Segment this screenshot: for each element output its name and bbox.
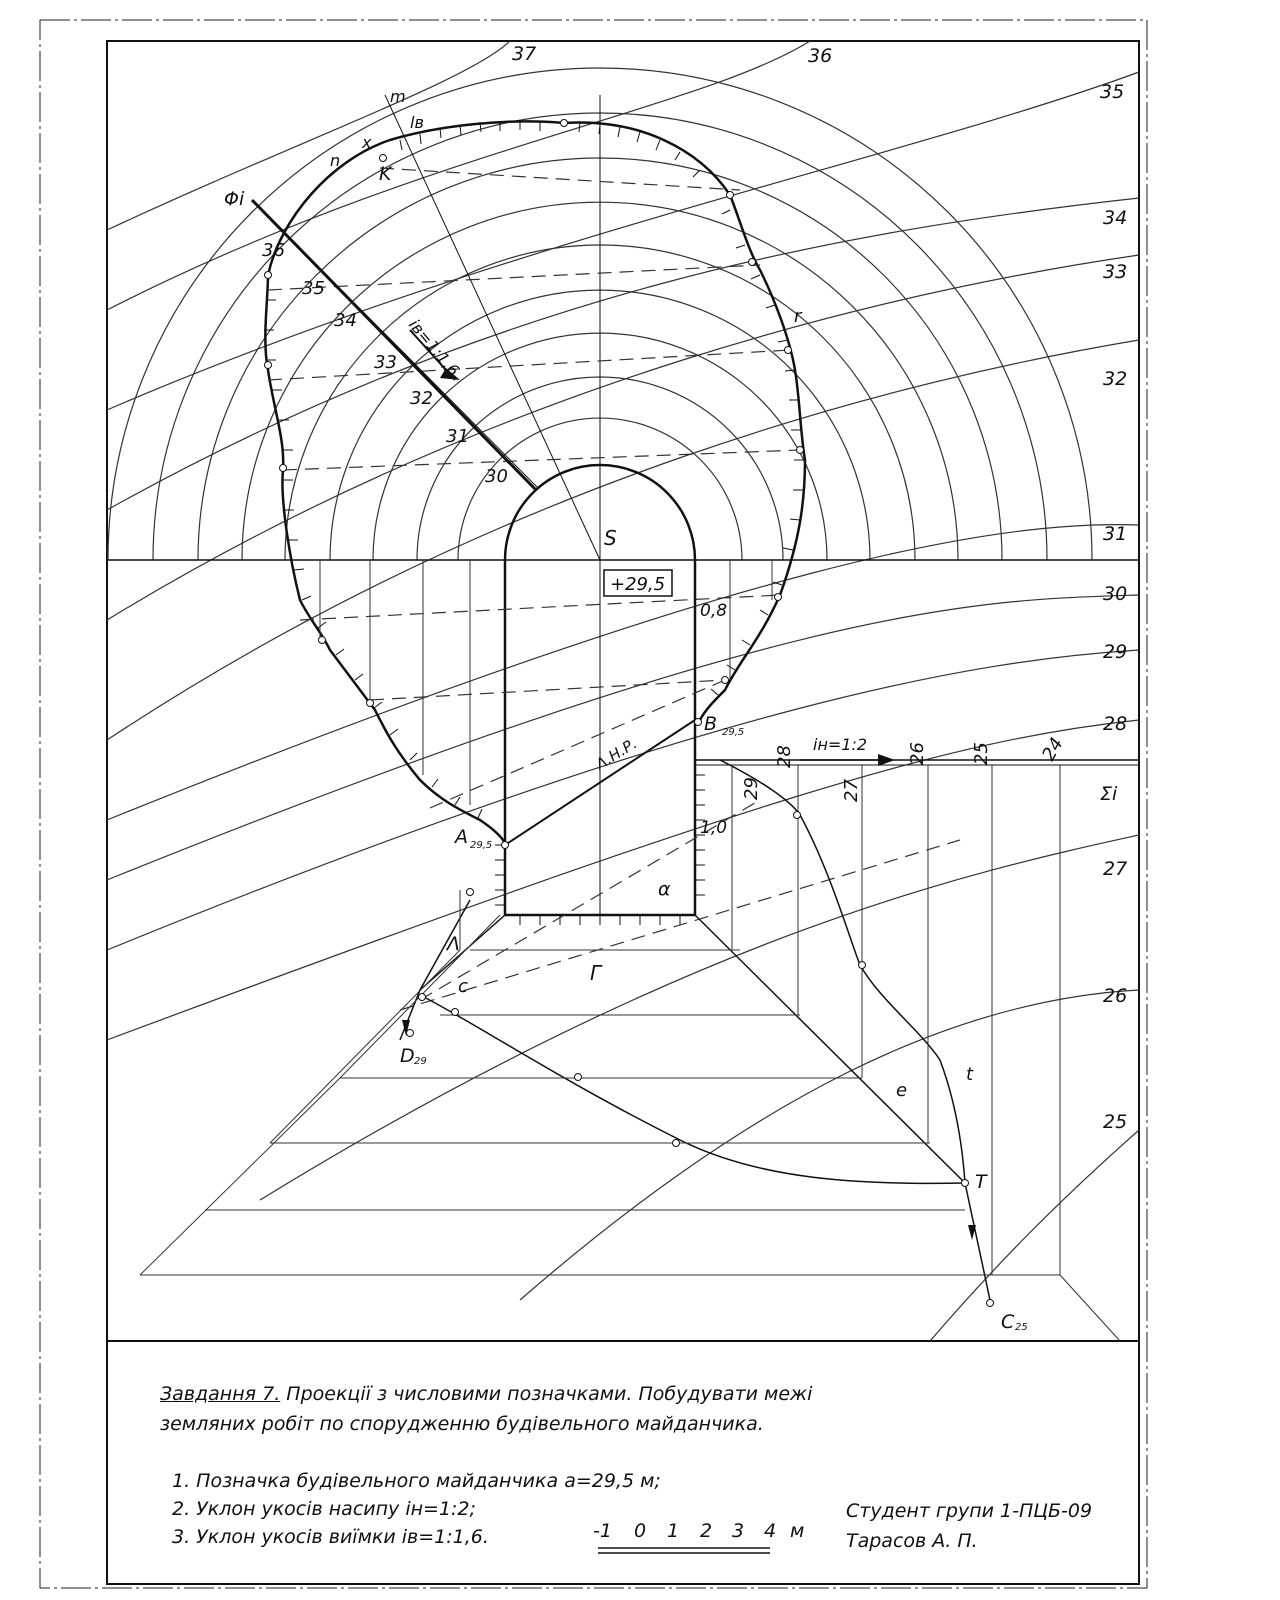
- scale-tick-3: 3: [732, 1520, 745, 1542]
- contour-lines: [106, 40, 1140, 1342]
- site-platform: [503, 463, 697, 917]
- svg-text:36: 36: [262, 240, 285, 261]
- svg-text:29,5: 29,5: [722, 727, 744, 738]
- svg-text:α: α: [658, 878, 671, 900]
- svg-text:1,0: 1,0: [700, 818, 727, 838]
- point-labels: S A 29,5 B 29,5 D 29 C 25 T K Г Λ: [379, 163, 1028, 1333]
- svg-text:25: 25: [1015, 1322, 1028, 1333]
- svg-text:32: 32: [410, 388, 433, 409]
- contour-labels-right: 35 34 33 32 31 30 29 28 27 26 25: [1100, 81, 1127, 1133]
- svg-text:27: 27: [841, 779, 862, 802]
- svg-text:32: 32: [1103, 368, 1127, 390]
- step-1: 1. Позначка будівельного майданчика a=29…: [172, 1470, 661, 1492]
- svg-text:30: 30: [1103, 583, 1127, 605]
- svg-text:x: x: [361, 133, 372, 152]
- task-line-1: Завдання 7. Проекції з числовими позначк…: [160, 1383, 812, 1405]
- svg-text:B: B: [704, 713, 717, 735]
- task-text-1: Проекції з числовими позначками. Побудув…: [286, 1383, 813, 1405]
- svg-text:37: 37: [512, 43, 536, 65]
- down-arrow-d-icon: [402, 1020, 410, 1036]
- step-3: 3. Уклон укосів виїмки iв=1:1,6.: [172, 1526, 489, 1548]
- task-title: Завдання 7.: [160, 1383, 281, 1405]
- scale-tick-4: 4: [764, 1520, 777, 1542]
- svg-text:Λ.Н.Р.: Λ.Н.Р.: [592, 734, 640, 774]
- svg-text:36: 36: [808, 45, 832, 67]
- point-markers: [264, 119, 994, 1307]
- slope-scale-phi: [250, 94, 601, 561]
- svg-text:27: 27: [1103, 858, 1127, 880]
- task-text-2: земляних робіт по спорудженню будівельно…: [160, 1413, 764, 1435]
- svg-text:m: m: [390, 87, 406, 106]
- svg-text:t: t: [966, 1064, 974, 1085]
- svg-text:c: c: [458, 976, 468, 997]
- fill-labels: 28 29 27 26 25 24: [741, 734, 1068, 802]
- svg-text:iн=1:2: iн=1:2: [813, 735, 867, 754]
- scale-tick-minus1: -1: [593, 1520, 612, 1542]
- svg-text:Σi: Σi: [1100, 783, 1118, 805]
- contour-labels-top: 37 36: [512, 43, 832, 67]
- svg-text:28: 28: [774, 745, 795, 768]
- fill-slope-arrow-icon: [878, 754, 895, 766]
- svg-text:29: 29: [414, 1056, 427, 1067]
- svg-text:Г: Г: [590, 961, 603, 985]
- svg-text:lв: lв: [410, 113, 424, 132]
- svg-text:T: T: [975, 1171, 988, 1193]
- inner-frame: [106, 40, 1140, 1585]
- scale-unit: м: [790, 1520, 805, 1542]
- svg-text:25: 25: [971, 742, 992, 765]
- svg-text:C: C: [1001, 1311, 1015, 1333]
- svg-text:29: 29: [1103, 641, 1127, 663]
- dashed-lines: [267, 167, 961, 1011]
- svg-text:0,8: 0,8: [700, 601, 727, 621]
- scale-bar: [598, 1547, 770, 1554]
- outer-border: [39, 19, 1148, 1589]
- elevation-label: +29,5: [610, 574, 665, 595]
- svg-text:D: D: [400, 1045, 415, 1067]
- svg-text:S: S: [604, 526, 617, 550]
- svg-text:26: 26: [907, 742, 928, 765]
- svg-text:35: 35: [1100, 81, 1124, 103]
- scale-tick-0: 0: [634, 1520, 647, 1542]
- elevation-box: [603, 569, 673, 597]
- student-name: Тарасов А. П.: [846, 1530, 978, 1552]
- slope-scale-labels: 36 35 34 33 32 31 30: [262, 240, 508, 487]
- fill-horizontals: [139, 765, 1121, 1342]
- cut-boundary: [266, 120, 807, 721]
- svg-text:31: 31: [1103, 523, 1127, 545]
- svg-text:A: A: [453, 826, 468, 848]
- svg-text:30: 30: [485, 466, 508, 487]
- zero-works-line: [504, 719, 696, 846]
- svg-text:33: 33: [374, 352, 397, 373]
- svg-text:31: 31: [446, 426, 469, 447]
- svg-text:35: 35: [302, 278, 325, 299]
- svg-text:34: 34: [334, 310, 357, 331]
- svg-text:25: 25: [1103, 1111, 1127, 1133]
- svg-text:e: e: [896, 1080, 907, 1101]
- svg-text:r: r: [794, 306, 803, 327]
- svg-text:Φi: Φi: [224, 188, 245, 210]
- svg-text:28: 28: [1103, 713, 1127, 735]
- cut-hachures: [264, 120, 804, 925]
- svg-text:33: 33: [1103, 261, 1127, 283]
- svg-text:K: K: [379, 163, 393, 185]
- svg-text:n: n: [330, 151, 340, 170]
- svg-text:29: 29: [741, 777, 762, 800]
- svg-text:29,5: 29,5: [470, 840, 492, 851]
- svg-text:26: 26: [1103, 985, 1127, 1007]
- student-group: Студент групи 1-ПЦБ-09: [846, 1500, 1093, 1522]
- scale-tick-1: 1: [667, 1520, 680, 1542]
- scale-tick-2: 2: [700, 1520, 713, 1542]
- step-2: 2. Уклон укосів насипу iн=1:2;: [172, 1498, 476, 1520]
- cut-verticals: [319, 560, 773, 805]
- cut-slope-arrow-line: [409, 329, 456, 381]
- svg-text:Λ: Λ: [445, 933, 460, 955]
- down-arrow-icon: [968, 1225, 976, 1240]
- svg-text:34: 34: [1103, 207, 1127, 229]
